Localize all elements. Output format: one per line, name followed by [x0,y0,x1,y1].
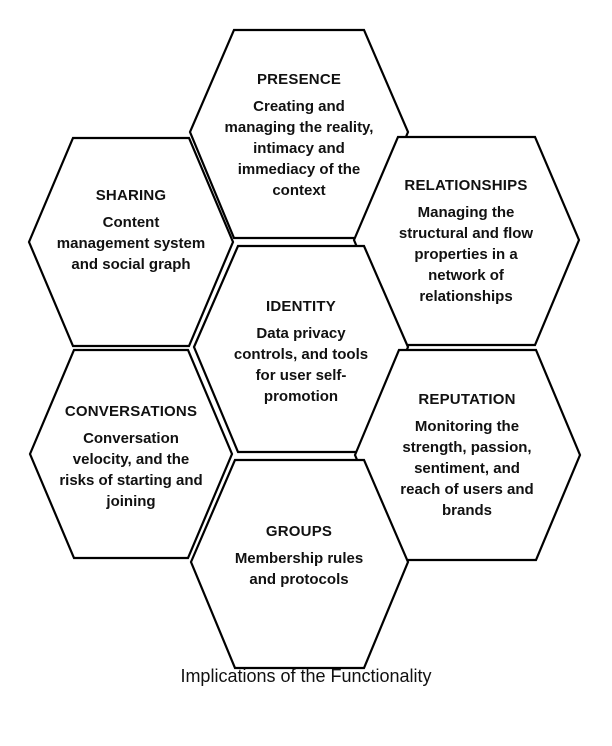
sharing-title: SHARING [95,187,167,204]
conversations-hexagon [28,348,234,560]
presence-content: PRESENCE Creating and managing the reali… [224,70,374,201]
identity-content: IDENTITY Data privacy controls, and tool… [226,297,376,407]
relationships-title: RELATIONSHIPS [404,177,528,194]
sharing-hexagon [27,136,235,348]
identity-title: IDENTITY [266,298,336,315]
reputation-content: REPUTATION Monitoring the strength, pass… [392,390,542,521]
groups-description: Membership rules and protocols [234,550,364,588]
presence-hexagon [188,28,410,240]
diagram-caption: Implications of the Functionality [180,666,432,686]
sharing-content: SHARING Content management system and so… [56,186,206,275]
presence-title: PRESENCE [256,71,342,88]
groups-hexagon [189,458,410,670]
groups-title: GROUPS [265,523,333,540]
presence-description: Creating and managing the reality, intim… [224,98,374,199]
reputation-title: REPUTATION [418,391,516,408]
relationships-content: RELATIONSHIPS Managing the structural an… [391,176,541,307]
groups-content: GROUPS Membership rules and protocols [224,522,374,590]
conversations-content: CONVERSATIONS Conversation velocity, and… [56,402,206,512]
conversations-description: Conversation velocity, and the risks of … [59,430,203,510]
reputation-description: Monitoring the strength, passion, sentim… [400,418,534,519]
relationships-description: Managing the structural and flow propert… [398,204,534,305]
sharing-description: Content management system and social gra… [56,214,206,273]
identity-description: Data privacy controls, and tools for use… [233,325,369,405]
identity-hexagon [192,244,410,454]
conversations-title: CONVERSATIONS [64,403,198,420]
